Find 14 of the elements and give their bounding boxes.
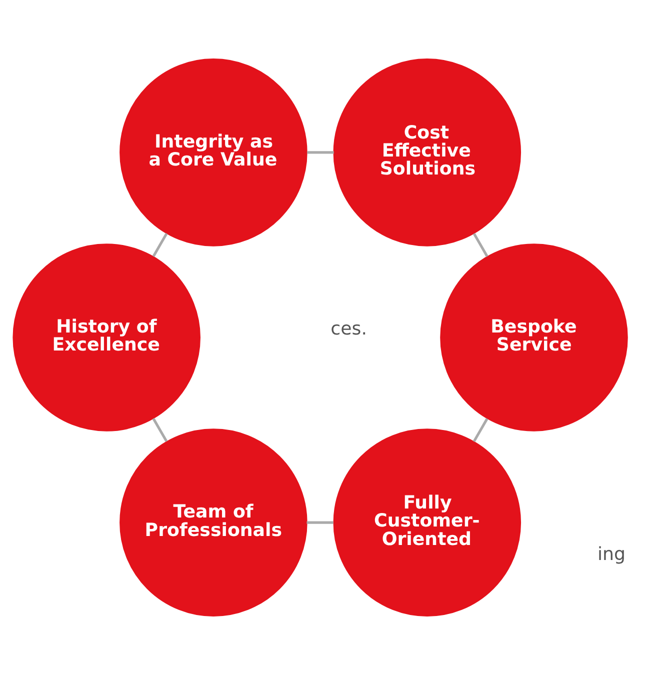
node-circle: History of Excellence [12, 244, 200, 432]
node-circle: Cost Effective Solutions [333, 58, 522, 246]
connector [307, 151, 334, 154]
node-circle: Bespoke Service [440, 244, 628, 432]
connector [152, 232, 168, 257]
connector [306, 521, 334, 524]
node-circle: Fully Customer-Oriented [333, 428, 522, 616]
connector [472, 232, 488, 258]
connector [152, 418, 168, 442]
label: ing [597, 544, 626, 565]
node-circle: Team of Professionals [120, 428, 308, 616]
connector [472, 418, 488, 442]
node-circle: Integrity as a Core Value [120, 58, 308, 246]
label: ces. [330, 318, 367, 340]
